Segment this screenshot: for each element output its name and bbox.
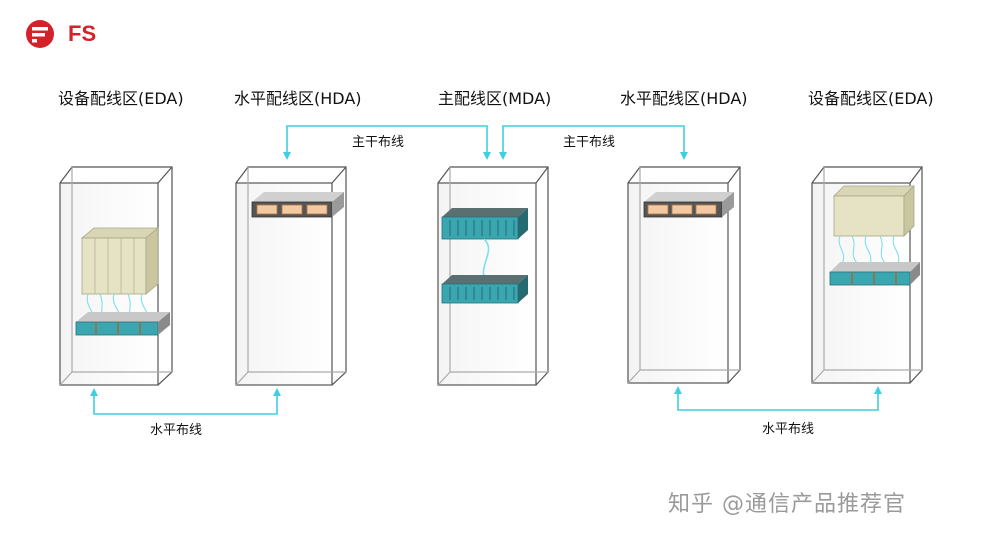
patch-panel-eda-left [75,312,170,336]
horizontal-line-left [90,388,281,415]
fs-logo-icon [26,20,54,48]
switch-hda-right [643,192,734,218]
zone-label-hda-left: 水平配线区(HDA) [234,89,362,108]
cable-label-horizontal-right: 水平布线 [762,422,815,437]
zone-label-mda: 主配线区(MDA) [438,89,552,108]
logo-text: FS [68,21,97,46]
server-eda-right [833,185,915,237]
zone-label-hda-right: 水平配线区(HDA) [620,89,748,108]
backbone-line-right [499,125,688,160]
cable-label-backbone-left: 主干布线 [352,135,405,150]
backbone-line-left [283,125,491,160]
horizontal-line-right [674,386,882,411]
patch-panel-mda-top [441,208,528,240]
cable-bundle-eda-right [838,235,900,265]
watermark: 知乎 @通信产品推荐官 [668,492,906,517]
patch-panel-mda-bottom [441,275,528,304]
switch-hda-left [251,192,344,218]
zone-label-eda-left: 设备配线区(EDA) [58,89,184,108]
server-stack-eda-left [80,227,160,295]
fs-logo: FS [24,18,104,50]
patch-panel-eda-right [829,262,920,286]
cable-label-horizontal-left: 水平布线 [150,423,203,438]
zone-label-eda-right: 设备配线区(EDA) [808,89,934,108]
cable-label-backbone-right: 主干布线 [563,135,616,150]
